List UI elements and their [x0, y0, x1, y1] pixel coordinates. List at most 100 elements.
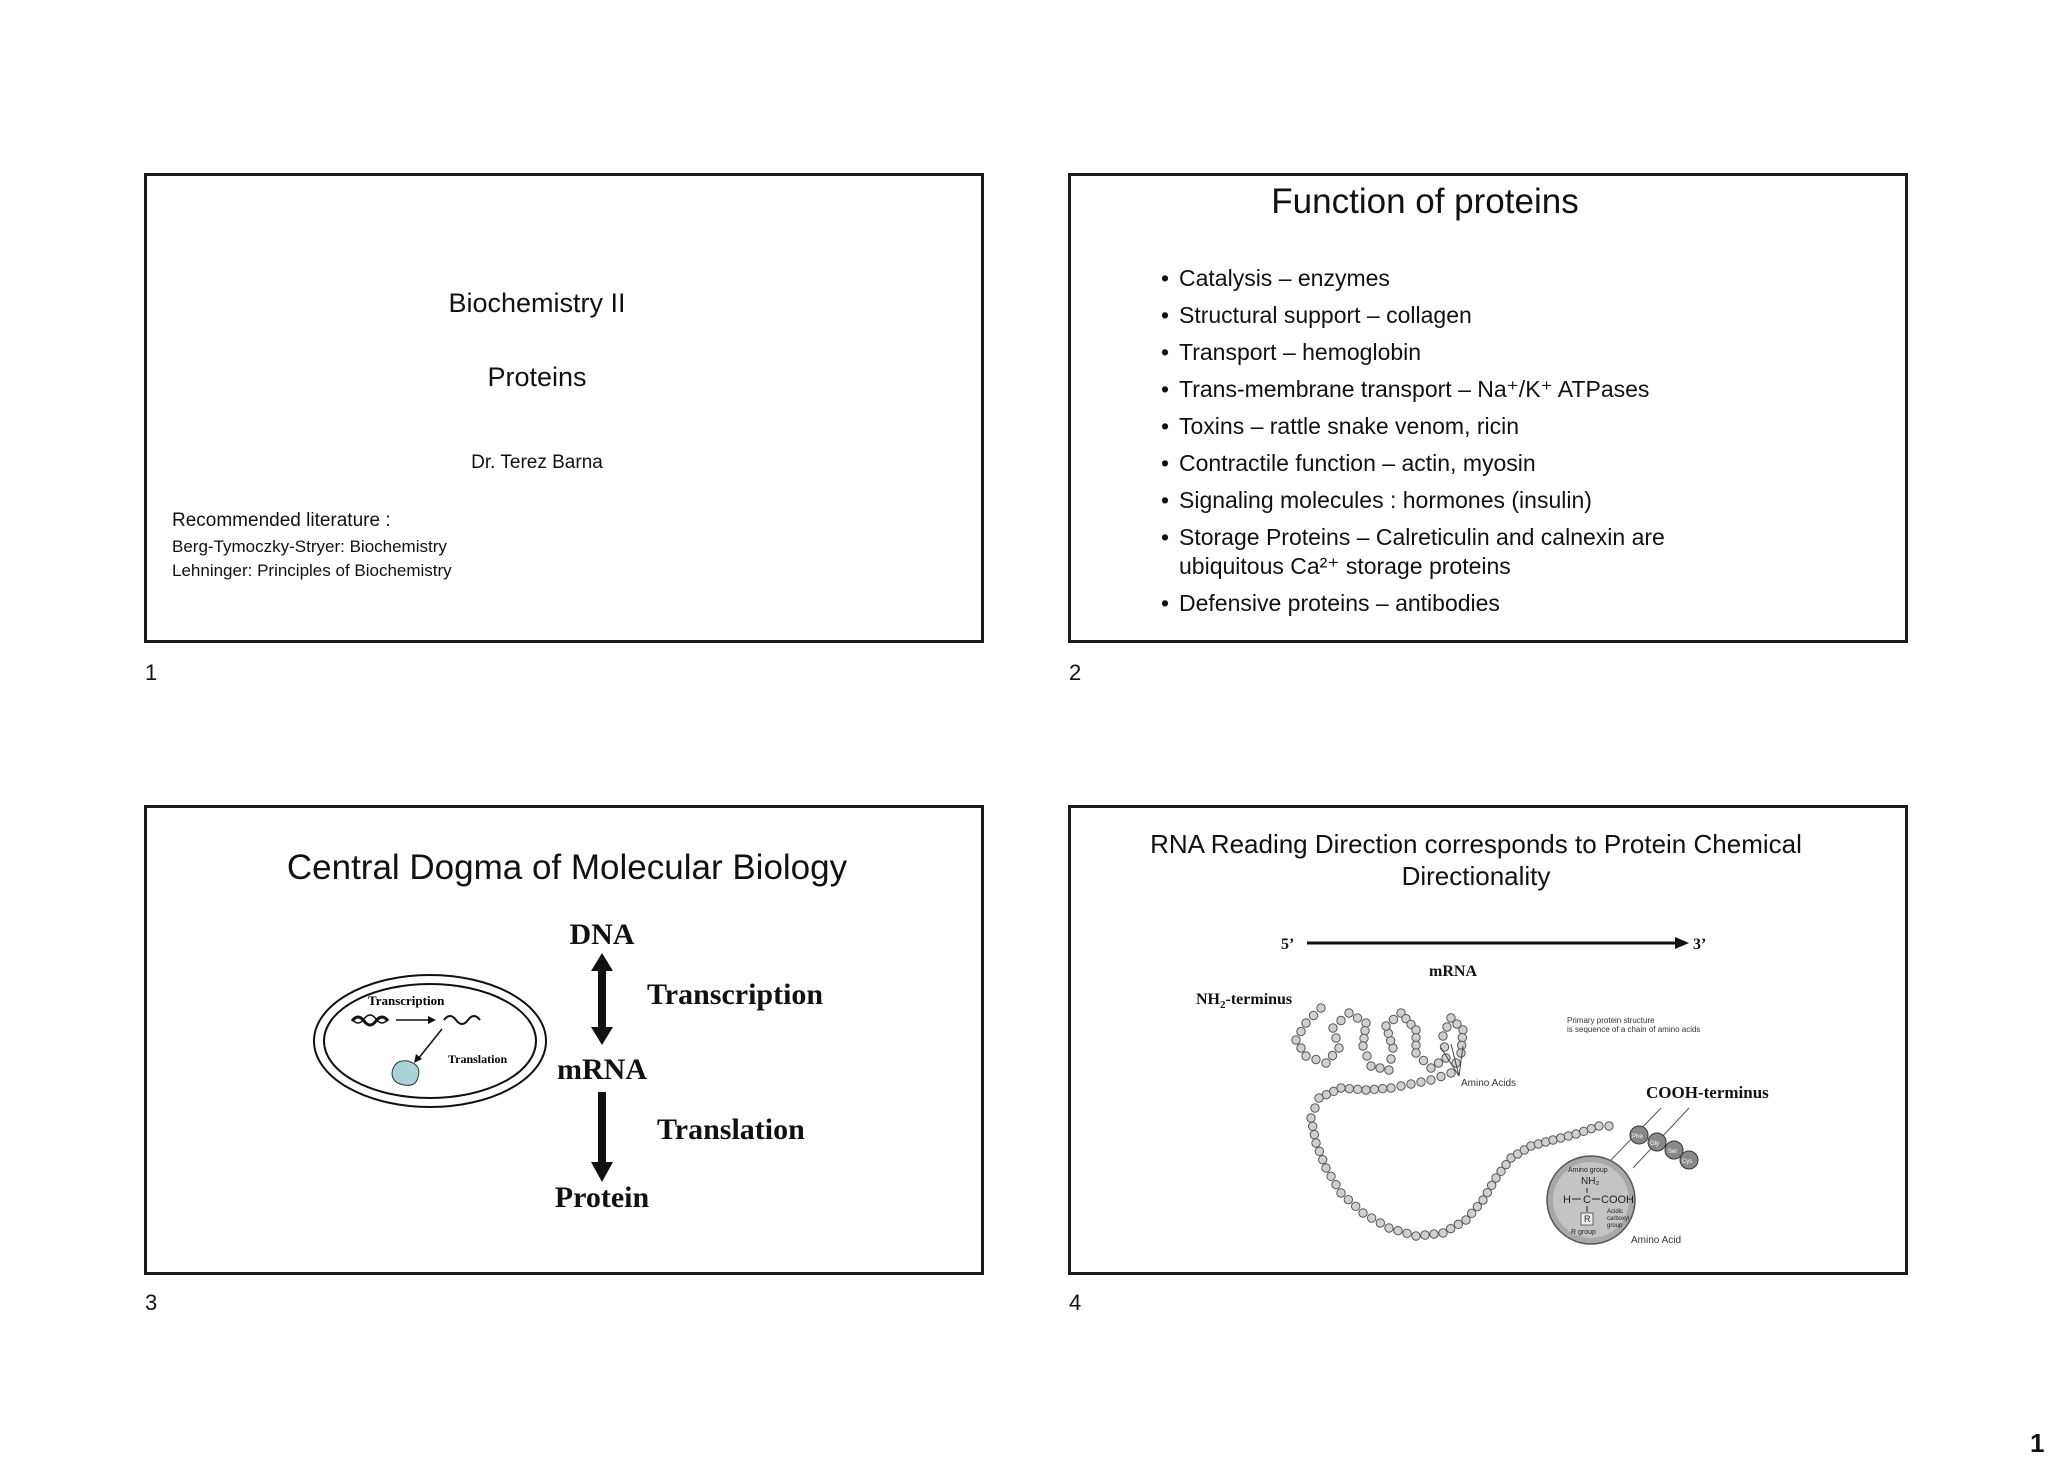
slide-number: 4 [1069, 1290, 1082, 1315]
amino-acid-bead [1360, 1025, 1370, 1036]
slide-1-subtitle: Proteins [487, 362, 587, 392]
amino-acid-bead [1411, 1025, 1421, 1035]
amino-acid-bead [1442, 1022, 1452, 1032]
slide-4: RNA Reading Direction corresponds to Pro… [1068, 805, 1908, 1275]
amino-acid-bead [1453, 1219, 1464, 1230]
amino-acid-bead [1301, 1051, 1311, 1061]
amino-acid-bead [1456, 1048, 1466, 1058]
amino-acid-bead [1384, 1065, 1394, 1075]
list-item: •Signaling molecules : hormones (insulin… [1161, 487, 1592, 513]
translation-label: Translation [657, 1113, 805, 1146]
mrna-label: mRNA [1429, 963, 1477, 980]
amino-acid-bead [1377, 1083, 1388, 1094]
amino-acid-bead [1344, 1083, 1355, 1094]
slide-number: 2 [1069, 660, 1082, 685]
cooh-formula: COOH [1601, 1194, 1634, 1206]
amino-acid-bead [1386, 1054, 1396, 1064]
slide-2-title: Function of proteins [1271, 182, 1579, 221]
amino-acid-bead [1548, 1135, 1558, 1145]
amino-acid-bead [1314, 1146, 1325, 1157]
amino-acid-bead [1352, 1084, 1363, 1095]
amino-acid-bead [1571, 1129, 1581, 1139]
slide-2: Function of proteins •Catalysis – enzyme… [1068, 173, 1908, 643]
amino-acid-bead [1418, 1055, 1429, 1066]
amino-acid-bead [1336, 1015, 1346, 1026]
list-item: •Storage Proteins – Calreticulin and cal… [1161, 524, 1665, 579]
amino-acid-bead [1301, 1018, 1311, 1028]
amino-acid-bead [1311, 1054, 1321, 1065]
amino-acid-bead [1416, 1077, 1426, 1087]
amino-acid-bead [1393, 1225, 1403, 1236]
slide-1-title: Biochemistry II [448, 288, 626, 318]
amino-acid-bead [1361, 1085, 1371, 1095]
amino-acid-bead [1458, 1025, 1468, 1035]
amino-acid-bead [1309, 1129, 1320, 1140]
bullet-list: •Catalysis – enzymes •Structural support… [1161, 264, 1881, 626]
nh2-terminus-label: NH2-terminus [1196, 991, 1293, 1012]
amino-acid-bead [1331, 1179, 1341, 1190]
amino-acid-bead [1445, 1223, 1456, 1234]
amino-acid-bead [1352, 1013, 1363, 1023]
amino-acid-bead [1343, 1194, 1354, 1205]
amino-acid-bead [1350, 1201, 1361, 1212]
double-arrow [591, 953, 613, 1045]
literature-heading: Recommended literature : [172, 510, 391, 531]
amino-acid-bead [1472, 1201, 1483, 1212]
amino-acid-bead [1461, 1215, 1471, 1225]
list-item: •Transport – hemoglobin [1161, 339, 1422, 365]
amino-acid-bead [1311, 1138, 1321, 1148]
protein-chain-diagram: Amino group NH₂ H C COOH R Acidic carbox… [1291, 1003, 1699, 1246]
amino-acid-bead [1491, 1173, 1501, 1183]
dna-label: DNA [569, 918, 635, 951]
r-group-label: R group [1571, 1229, 1596, 1236]
amino-acid-bead [1438, 1228, 1448, 1238]
cell-diagram: Transcription Translation [313, 974, 547, 1108]
amino-acid-bead [1291, 1035, 1301, 1045]
amino-acid-bead [1438, 1031, 1448, 1041]
reading-direction-arrow [1307, 937, 1689, 949]
amino-acid-bead [1388, 1014, 1399, 1025]
amino-acid-bead [1314, 1093, 1324, 1103]
acidic-label: group [1607, 1223, 1623, 1229]
amino-acids-label: Amino Acids [1461, 1078, 1517, 1089]
amino-acid-bead [1466, 1208, 1477, 1219]
list-item: •Contractile function – actin, myosin [1161, 450, 1536, 476]
amino-acid-bead [1386, 1083, 1396, 1093]
amino-acid-bead [1411, 1032, 1421, 1043]
amino-acid-bead [1478, 1195, 1488, 1205]
amino-acid-bead [1604, 1121, 1614, 1131]
residue-label: Cys [1682, 1159, 1692, 1165]
highlighted-residues: Phe Gly Ser Cys [1629, 1125, 1699, 1170]
amino-acid-bead [1321, 1163, 1331, 1173]
amino-acid-bead [1384, 1223, 1394, 1233]
amino-acid-bead [1362, 1051, 1372, 1061]
amino-acid-bead [1334, 1043, 1344, 1053]
amino-acid-bead [1317, 1154, 1328, 1165]
amino-acid-bead [1336, 1188, 1346, 1198]
residue-label: Ser [1668, 1149, 1677, 1155]
list-item: •Trans-membrane transport – Na⁺/K⁺ ATPas… [1161, 376, 1650, 402]
amino-acid-bead [1594, 1121, 1604, 1131]
amino-acid-bead [1366, 1213, 1377, 1223]
amino-acid-bead [1457, 1032, 1468, 1043]
amino-acid-bead [1456, 1040, 1467, 1051]
amino-acid-bead [1361, 1018, 1371, 1028]
amino-acid-bead [1578, 1126, 1589, 1137]
amino-acid-bead [1402, 1228, 1412, 1239]
amino-acid-bead [1358, 1208, 1368, 1218]
primary-structure-label: Primary protein structure is sequence of… [1567, 1016, 1701, 1034]
amino-acid-bead [1426, 1075, 1436, 1085]
cell-translation-label: Translation [448, 1052, 507, 1066]
amino-acid-bead [1411, 1048, 1421, 1058]
amino-acid-bead [1321, 1058, 1331, 1068]
amino-acid-bead [1406, 1079, 1416, 1089]
amino-acid-bead [1375, 1218, 1386, 1228]
amino-acid-bead [1326, 1171, 1336, 1182]
amino-acid-bead [1316, 1003, 1326, 1013]
list-item: •Defensive proteins – antibodies [1161, 590, 1500, 616]
amino-acid-bead [1429, 1229, 1439, 1239]
amino-acid-bead [1296, 1043, 1306, 1053]
amino-acid-bead [1369, 1084, 1380, 1095]
amino-acid-bead [1366, 1061, 1376, 1071]
amino-acid-bead [1411, 1231, 1421, 1241]
